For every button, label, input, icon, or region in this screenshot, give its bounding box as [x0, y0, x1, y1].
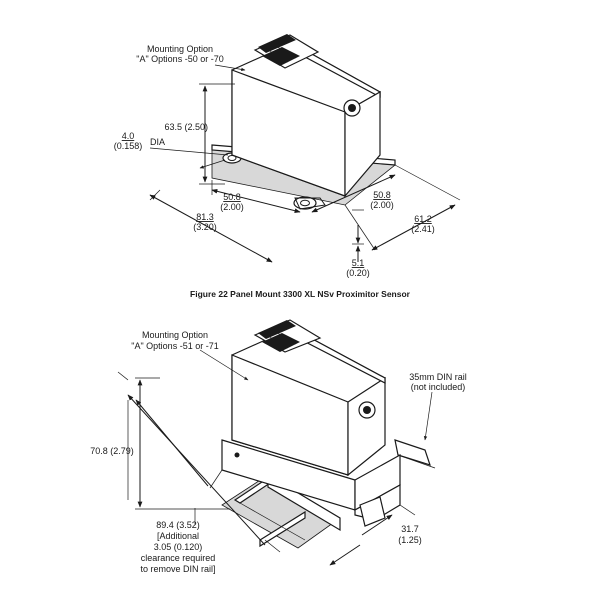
fig23-dimension-lines — [117, 349, 433, 566]
fig23-894-note-1: [Additional — [157, 531, 199, 541]
fig23-din-rail-label: 35mm DIN rail — [409, 372, 467, 382]
figure-22-panel-mount: Mounting Option "A" Options -50 or -70 6… — [114, 34, 461, 299]
fig22-height-dimension: 63.5 (2.50) — [164, 122, 208, 132]
figure-22-caption: Figure 22 Panel Mount 3300 XL NSv Proxim… — [190, 289, 411, 299]
fig22-51-in: (0.20) — [346, 268, 370, 278]
fig23-height-dimension: 70.8 (2.79) — [90, 446, 134, 456]
fig22-813-mm: 81.3 — [196, 212, 214, 222]
fig23-317-in: (1.25) — [398, 535, 422, 545]
fig22-612-in: (2.41) — [411, 224, 435, 234]
fig23-mounting-option-label: Mounting Option — [142, 330, 208, 340]
fig23-894-note-4: to remove DIN rail] — [140, 564, 215, 574]
fig22-51-mm: 5.1 — [352, 258, 365, 268]
fig22-612-mm: 61.2 — [414, 214, 432, 224]
din-mount-bracket — [221, 439, 401, 527]
fig23-894-dimension: 89.4 (3.52) — [156, 520, 200, 530]
fig22-508-right-in: (2.00) — [370, 200, 394, 210]
fig22-mounting-option-label: Mounting Option — [147, 44, 213, 54]
figure-23-din-mount: Mounting Option "A" Options -51 or -71 3… — [90, 319, 467, 574]
fig23-mounting-option-codes: "A" Options -51 or -71 — [131, 341, 218, 351]
fig22-dia-dimension-mm: 4.0 — [122, 131, 135, 141]
fig22-dia-dimension-in: (0.158) — [114, 141, 143, 151]
fig23-894-note-2: 3.05 (0.120) — [154, 542, 203, 552]
fig22-mounting-option-codes: "A" Options -50 or -70 — [136, 54, 223, 64]
fig22-dia-label: DIA — [150, 137, 165, 147]
proximitor-housing-fig23 — [231, 319, 386, 477]
fig23-894-note-3: clearance required — [141, 553, 216, 563]
fig23-317-mm: 31.7 — [401, 524, 419, 534]
fig23-din-rail-note: (not included) — [411, 382, 466, 392]
fig22-dimension-lines — [149, 64, 461, 263]
fig22-508-left-mm: 50.8 — [223, 192, 241, 202]
fig22-508-right-mm: 50.8 — [373, 190, 391, 200]
fig22-813-in: (3.20) — [193, 222, 217, 232]
fig22-508-left-in: (2.00) — [220, 202, 244, 212]
